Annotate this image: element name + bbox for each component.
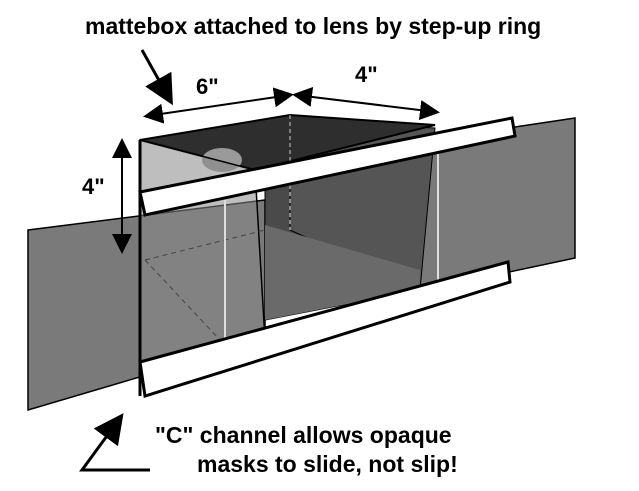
caption-line-2: masks to slide, not slip! xyxy=(197,451,458,477)
caption-callout-arrow xyxy=(79,413,150,472)
depth-label: 4" xyxy=(355,62,378,87)
width-label: 6" xyxy=(196,74,219,99)
bottom-c-channel-rail xyxy=(138,260,512,398)
title-callout-arrow xyxy=(140,49,173,106)
top-c-channel-rail xyxy=(138,116,517,217)
depth-dimension-arrow xyxy=(292,87,440,120)
diagram-title: mattebox attached to lens by step-up rin… xyxy=(85,13,541,39)
height-label: 4" xyxy=(82,174,105,199)
width-dimension-arrow xyxy=(143,87,294,124)
caption-line-1: "C" channel allows opaque xyxy=(155,422,452,448)
